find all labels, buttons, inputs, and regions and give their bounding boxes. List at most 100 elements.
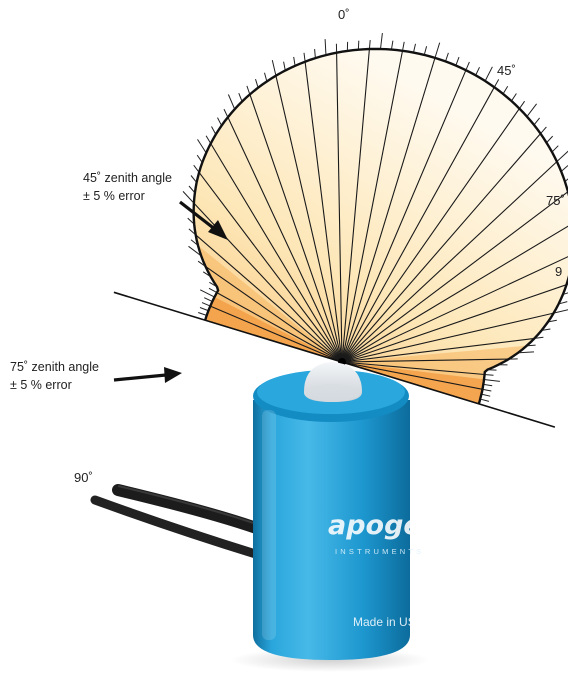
- annotation-75-line1: 75˚ zenith angle: [10, 360, 99, 374]
- angle-tick: [264, 72, 268, 81]
- annotation-45-line2: ± 5 % error: [83, 189, 145, 203]
- angle-tick: [227, 94, 235, 109]
- angle-tick: [424, 46, 428, 55]
- fan-ray: [341, 358, 509, 363]
- angle-tick: [535, 336, 544, 339]
- angle-tick: [303, 52, 306, 61]
- angle-tick: [314, 49, 316, 58]
- angle-tick: [380, 33, 383, 49]
- fan-ray: [341, 337, 535, 363]
- angle-tick: [188, 228, 196, 235]
- angle-tick: [208, 287, 217, 293]
- fan-ray: [336, 52, 343, 363]
- angle-tick: [187, 217, 194, 224]
- angle-tick: [369, 40, 371, 49]
- angle-label-75: 75˚: [546, 193, 565, 208]
- angle-tick: [445, 52, 449, 61]
- angle-tick: [188, 185, 195, 193]
- fan-ray: [341, 50, 404, 363]
- angle-tick: [519, 100, 526, 109]
- angle-tick: [465, 61, 470, 70]
- angle-tick: [455, 56, 460, 65]
- angle-tick: [197, 139, 207, 153]
- angle-tick: [238, 93, 243, 101]
- fan-baseline: [113, 291, 556, 428]
- fan-ray: [341, 361, 485, 376]
- angle-tick: [201, 302, 210, 307]
- angle-tick: [271, 59, 277, 75]
- angle-tick: [217, 117, 222, 125]
- fan-ray: [341, 191, 568, 363]
- annotation-45-line1: 45˚ zenith angle: [83, 171, 172, 185]
- angle-tick: [484, 379, 500, 382]
- angle-tick: [223, 108, 228, 117]
- sensor-body: [253, 400, 410, 660]
- fan-ray: [205, 265, 343, 363]
- angle-label-90-right: 9: [555, 264, 562, 279]
- angle-tick: [481, 398, 490, 402]
- zenith-angle-fan: [113, 33, 568, 428]
- angle-tick: [198, 312, 206, 316]
- fan-ray: [195, 234, 343, 363]
- angle-tick: [190, 239, 198, 246]
- fan-ray: [341, 108, 520, 363]
- angle-label-45: 45˚: [497, 63, 516, 78]
- angle-tick: [211, 126, 216, 134]
- angle-tick: [540, 126, 547, 134]
- angle-tick: [255, 78, 259, 87]
- angle-tick: [554, 309, 568, 314]
- sensor-cable: [90, 484, 268, 561]
- angle-tick: [565, 178, 568, 182]
- fan-ray: [249, 94, 343, 363]
- angle-label-90-left: 90˚: [74, 470, 93, 485]
- fan-ray: [341, 69, 467, 363]
- fan-rays: [193, 48, 568, 405]
- angle-tick: [196, 154, 203, 162]
- fan-ray: [210, 143, 343, 363]
- angle-tick: [475, 66, 480, 75]
- angle-tick: [483, 389, 492, 392]
- angle-tick: [203, 297, 212, 302]
- angle-tick: [193, 164, 199, 172]
- angle-tick: [434, 42, 441, 58]
- fan-ray: [304, 61, 343, 363]
- angle-tick: [293, 56, 296, 65]
- angle-tick: [188, 245, 201, 256]
- angle-tick: [283, 61, 286, 70]
- fan-outline: [192, 47, 568, 405]
- angle-tick: [324, 39, 327, 55]
- angle-tick: [197, 260, 205, 267]
- angle-tick: [542, 328, 551, 331]
- fan-area: [193, 49, 568, 404]
- angle-tick: [534, 117, 540, 125]
- angle-tick: [559, 301, 568, 305]
- angle-tick: [199, 307, 208, 311]
- fan-ray: [341, 57, 436, 363]
- fan-ray: [341, 256, 568, 363]
- angle-ticks: [182, 33, 568, 409]
- fan-band-90: [205, 297, 484, 404]
- angle-tick: [511, 93, 517, 101]
- angle-tick: [552, 145, 559, 152]
- angle-tick: [199, 289, 214, 298]
- angle-tick: [557, 150, 568, 162]
- annotation-75-line2: ± 5 % error: [10, 378, 72, 392]
- fan-ray: [210, 305, 343, 363]
- angle-label-0: 0˚: [338, 7, 350, 22]
- angle-tick: [546, 135, 554, 143]
- fan-ray: [227, 116, 343, 363]
- angle-tick: [205, 135, 211, 143]
- angle-tick: [494, 79, 500, 87]
- fan-ray: [341, 225, 568, 363]
- arrow-45: [179, 200, 228, 240]
- fan-ray: [341, 133, 541, 363]
- sensor-origin-label: Made in USA: [353, 615, 424, 629]
- angle-tick: [482, 393, 491, 397]
- fan-ray: [341, 312, 554, 363]
- fan-ray: [275, 75, 343, 363]
- angle-tick: [202, 271, 211, 277]
- fan-ray: [341, 361, 483, 390]
- angle-tick: [527, 103, 537, 117]
- fan-ray: [341, 161, 558, 363]
- angle-tick: [182, 191, 194, 203]
